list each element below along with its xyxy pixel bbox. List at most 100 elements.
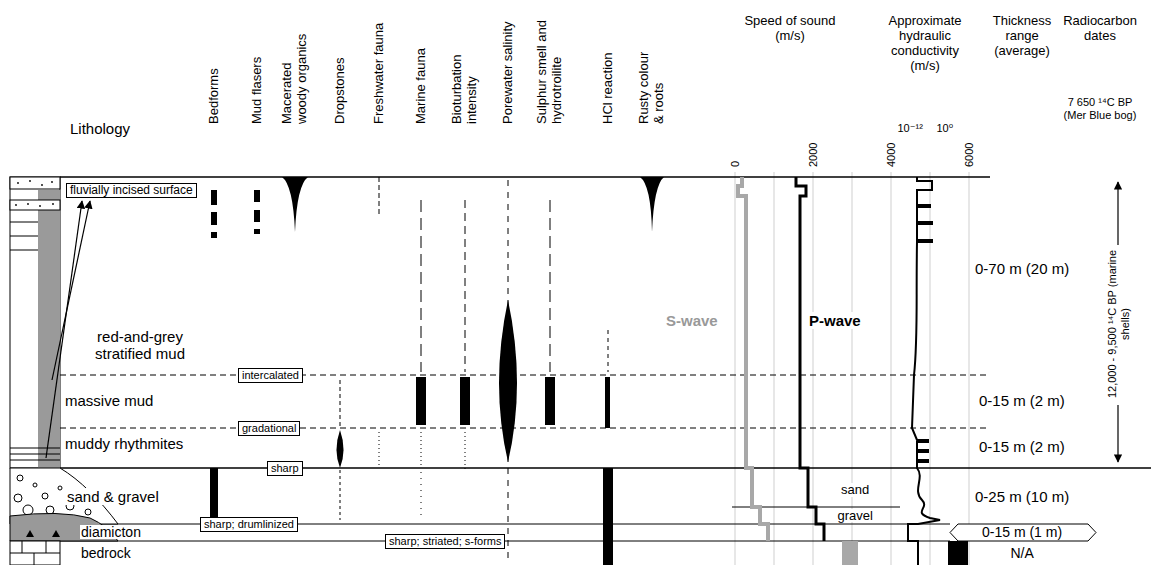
lithology-column: [15, 204, 17, 206]
lithology-column: [39, 205, 41, 207]
thickness-value: 0-25 m (10 m): [974, 488, 1070, 505]
date-arrows: [1117, 405, 1118, 462]
unit-name: bedrock: [80, 546, 132, 560]
lithology-column: [42, 493, 48, 499]
speed-grid: [735, 172, 969, 565]
axis-tick: 6000: [963, 142, 976, 168]
boundary-label: sharp; drumlinized: [204, 518, 294, 531]
feature-bars: [421, 432, 422, 466]
speed-grid: [891, 172, 892, 565]
lithology-column: [17, 475, 23, 481]
wave-label: P-wave: [808, 312, 862, 329]
column-header: Macerated woody organics: [280, 23, 310, 125]
feature-bars: [254, 190, 260, 202]
date-range: 12,000 - 9,500 ¹⁴C BP (marine shells): [1106, 248, 1131, 400]
column-header: Bioturbation intensity: [450, 41, 480, 125]
column-header: Porewater salinity: [501, 20, 516, 125]
wave-speed-profiles: [948, 541, 968, 565]
boundary-box: intercalated: [238, 368, 303, 383]
column-header: Rusty colour & roots: [637, 41, 667, 125]
layer-label: gravel: [837, 509, 874, 522]
lithology-column: [52, 530, 60, 537]
feature-bars: [460, 377, 470, 425]
lithology-column: [22, 541, 23, 553]
column-header: Approximate hydraulic conductivity (m/s): [882, 14, 968, 74]
axis-tick: 2000: [807, 142, 820, 168]
lithology-column: [10, 236, 38, 237]
thickness-value: 0-70 m (20 m): [974, 260, 1070, 277]
column-header: Speed of sound (m/s): [737, 14, 844, 44]
feature-bars: [337, 430, 344, 468]
unit-name: red-and-grey stratified mud: [79, 328, 201, 363]
wave-speed-profiles: [796, 177, 824, 541]
boundary-box: sharp; drumlinized: [200, 517, 298, 532]
speed-grid: [735, 172, 736, 565]
speed-grid: [969, 172, 970, 565]
lithology-column: [10, 200, 60, 210]
feature-bars: [210, 468, 218, 520]
lithology-column: [10, 177, 60, 189]
lithology-column: [34, 553, 35, 565]
wave-label: S-wave: [665, 312, 719, 329]
lithology-column: [58, 486, 62, 490]
feature-bars: [340, 380, 341, 428]
column-header: Mud flasers: [250, 56, 265, 125]
lithology-column: [52, 203, 54, 205]
lithology-column: [38, 190, 60, 468]
feature-bars: [211, 212, 217, 225]
axis-tick: 10⁻¹²: [897, 122, 924, 135]
feature-bars: [421, 200, 422, 372]
boundary-label: sharp: [271, 462, 299, 475]
boundary-label: gradational: [242, 422, 296, 435]
column-header: Thickness range (average): [985, 14, 1059, 59]
boundary-box: gradational: [238, 421, 300, 436]
lithology-column: [46, 541, 47, 553]
lithology-column: [10, 448, 60, 449]
lithology-column: [10, 553, 60, 554]
conductivity-profile: [908, 177, 940, 565]
conductivity-profile: [908, 177, 940, 565]
feature-bars: [605, 377, 610, 428]
feature-bars: [340, 470, 341, 520]
surface-arrows: [46, 201, 82, 458]
feature-bars: [499, 300, 517, 462]
unit-name: diamicton: [80, 525, 142, 539]
speed-grid: [852, 172, 853, 565]
boundary-box: sharp: [267, 461, 303, 476]
lithology-column: [10, 177, 118, 565]
lithology-column: [17, 182, 19, 184]
lithology-column: [15, 180, 54, 207]
lithology-column: [10, 250, 38, 251]
boundary-label: sharp; striated; s-forms: [389, 535, 501, 548]
lithology-column: [23, 505, 33, 515]
column-header: Radiocarbon dates: [1058, 14, 1142, 44]
unit-name: muddy rhythmites: [64, 435, 184, 452]
feature-bars: [211, 232, 217, 238]
unit-name: massive mud: [64, 392, 154, 409]
wave-speed-profiles: [842, 541, 858, 565]
wave-speed-profiles: [738, 177, 968, 565]
column-header: Dropstones: [333, 57, 348, 125]
axis-tick: 10⁰: [936, 122, 955, 135]
feature-bars: [550, 200, 551, 372]
feature-bars: [545, 377, 555, 425]
unit-boundaries: [60, 375, 990, 376]
feature-bars: [416, 377, 426, 425]
column-header: Freshwater fauna: [372, 22, 387, 125]
date-note: 7 650 ¹⁴C BP (Mer Blue bog): [1056, 96, 1144, 121]
speed-grid: [774, 172, 775, 565]
feature-bars: [210, 177, 664, 565]
thickness-value: N/A: [1010, 546, 1035, 560]
boundary-box: sharp; striated; s-forms: [385, 534, 505, 549]
lithology-column: [27, 203, 29, 205]
lithology-column: [14, 494, 22, 502]
lithology-column: [10, 460, 60, 461]
column-header: Bedforms: [207, 67, 222, 125]
lithology-column: [85, 509, 91, 515]
unit-name: sand & gravel: [66, 488, 160, 505]
axis-tick: 4000: [885, 142, 898, 168]
feature-bars: [640, 177, 664, 232]
feature-bars: [254, 210, 260, 222]
